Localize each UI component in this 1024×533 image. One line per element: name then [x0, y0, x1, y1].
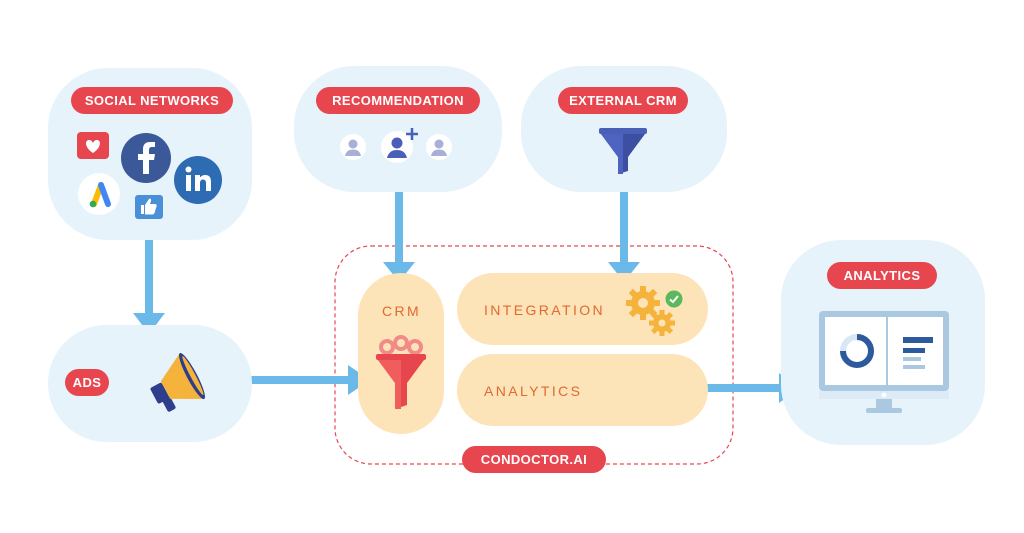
- module-integration: [457, 273, 708, 345]
- facebook-icon: [121, 133, 171, 183]
- heart-icon: [77, 132, 109, 159]
- label-analytics-output: ANALYTICS: [827, 262, 937, 289]
- arrow-social-to-ads: [133, 233, 165, 334]
- user-icon: [340, 134, 366, 160]
- user-icon: [426, 134, 452, 160]
- megaphone-icon: [150, 352, 205, 412]
- platform-boundary: [334, 245, 734, 465]
- gears-icon: [626, 286, 675, 336]
- module-integration-label: INTEGRATION: [484, 302, 606, 318]
- monitor-dashboard-icon: [819, 311, 949, 413]
- google-ads-icon: [78, 173, 120, 215]
- thumbs-up-icon: [135, 195, 163, 219]
- arrow-external-crm-to-integration: [608, 183, 640, 282]
- check-icon: [665, 290, 683, 308]
- label-social-networks: SOCIAL NETWORKS: [71, 87, 233, 114]
- module-crm-label: CRM: [382, 303, 422, 319]
- module-analytics: [457, 354, 708, 426]
- label-recommendation: RECOMMENDATION: [316, 87, 480, 114]
- arrow-recommendation-to-crm: [383, 183, 415, 282]
- label-external-crm: EXTERNAL CRM: [558, 87, 688, 114]
- add-user-icon: [381, 128, 418, 163]
- label-platform: CONDOCTOR.AI: [462, 446, 606, 473]
- funnel-icon: [599, 128, 647, 174]
- linkedin-icon: [174, 156, 222, 204]
- module-analytics-label: ANALYTICS: [484, 383, 583, 399]
- label-ads: ADS: [65, 369, 109, 396]
- funnel-icon: [376, 335, 426, 409]
